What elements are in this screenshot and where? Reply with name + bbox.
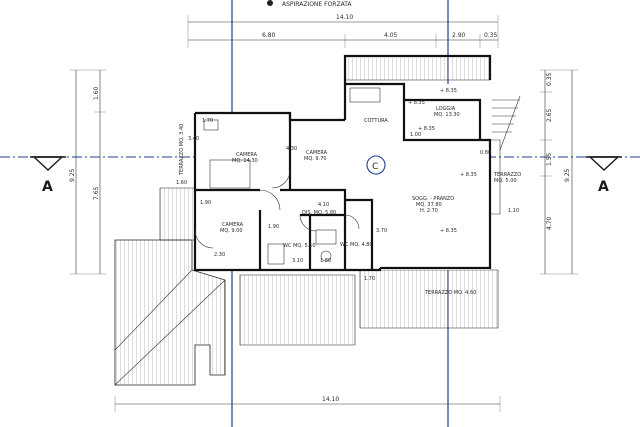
left-dim-1: 1.60 [93,86,100,100]
section-label-left: A [42,179,53,195]
right-dimensions: 0.35 2.65 1.55 4.70 9.25 [540,69,578,275]
right-dim-1: 0.35 [546,72,553,86]
ventilation-note-text: ASPIRAZIONE FORZATA [282,1,352,8]
small-dim-3: 1.60 [176,180,187,186]
top-dimensions: 14.10 6.80 4.05 2.90 0.35 [187,14,499,48]
room-camera-2-name: CAMERA [306,150,328,156]
small-dimensions: 1.70 3.40 1.60 1.90 1.90 3.10 1.80 1.00 … [176,118,519,282]
room-soggiorno-height: H. 2.70 [420,208,438,214]
section-marker-right: A [586,156,622,195]
room-labels: CAMERA MQ. 14.30 CAMERA MQ. 9.70 CAMERA … [179,106,521,296]
top-dim-1: 6.80 [262,32,276,39]
top-dim-4: 0.35 [484,32,498,39]
right-dim-5: 9.25 [564,168,571,182]
room-camera-1-name: CAMERA [236,152,258,158]
small-dim-10: 4.10 [318,202,329,208]
right-dim-4: 4.70 [546,216,553,230]
small-dim-15: 1.70 [364,276,375,282]
top-dim-2: 4.05 [384,32,398,39]
room-camera-1-area: MQ. 14.30 [232,158,258,164]
room-soggiorno-name: SOGG. - PRANZO [412,196,454,202]
small-dim-8: 1.00 [410,132,421,138]
room-cottura-name: COTTURA [364,118,388,124]
small-dim-7: 1.80 [320,258,331,264]
small-dim-9: 0.80 [480,150,491,156]
level-marker-3: + 8.35 [460,172,477,178]
small-dim-12: 3.70 [376,228,387,234]
interior-fill [195,84,490,270]
room-wc-1-name: WC MQ. 5.10 [283,243,316,249]
small-dim-11: 1.10 [508,208,519,214]
room-dis-name: DIS. MQ. 5.80 [302,210,336,216]
section-marker-left: A [30,156,66,195]
top-total-dim: 14.10 [336,14,353,21]
small-dim-4: 1.90 [200,200,211,206]
right-dim-3: 1.55 [546,152,553,166]
level-marker-1: + 8.35 [408,100,425,106]
room-terrazzo-right-area: MQ. 5.00 [494,178,517,184]
ventilation-note: ASPIRAZIONE FORZATA [267,0,352,8]
room-camera-3-area: MQ. 9.00 [220,228,243,234]
room-soggiorno-area: MQ. 37.80 [416,202,442,208]
roof-hatch-areas [114,55,499,386]
left-dimensions: 1.60 7.65 9.25 [69,69,106,275]
small-dim-5: 1.90 [268,224,279,230]
stair-symbol-label: C [372,162,378,172]
level-marker-2: + 8.35 [418,126,435,132]
stair-symbol: C [366,155,386,175]
bottom-total-dim: 14.10 [322,396,339,403]
small-dim-6: 3.10 [292,258,303,264]
room-terrazzo-right-name: TERRAZZO [493,172,521,178]
left-dim-2: 7.65 [93,186,100,200]
small-dim-14: 2.30 [214,252,225,258]
small-dim-13: 4.30 [286,146,297,152]
section-label-right: A [598,179,609,195]
walls [193,54,501,272]
room-loggia-area: MQ. 13.30 [434,112,460,118]
bottom-dimensions: 14.10 [114,396,501,412]
level-marker-4: + 8.35 [440,228,457,234]
room-terrazzo-left-name: TERRAZZO MQ. 3.40 [179,124,185,176]
exterior-stair [492,95,521,151]
room-wc-2-name: WC MQ. 4.80 [340,242,373,248]
room-camera-2-area: MQ. 9.70 [304,156,327,162]
room-camera-3-name: CAMERA [222,222,244,228]
room-loggia-name: LOGGIA [436,106,456,112]
furniture [203,87,381,265]
level-markers: + 8.35 + 8.35 + 8.35 + 8.35 + 8.35 [408,88,477,234]
door-swings [194,169,360,249]
level-marker-5: + 8.35 [440,88,457,94]
right-dim-2: 2.65 [546,108,553,122]
top-dim-3: 2.90 [452,32,466,39]
small-dim-2: 3.40 [188,136,199,142]
left-dim-3: 9.25 [69,168,76,182]
room-terrazzo-bottom-name: TERRAZZO MQ. 4.60 [424,290,476,296]
small-dim-1: 1.70 [202,118,213,124]
